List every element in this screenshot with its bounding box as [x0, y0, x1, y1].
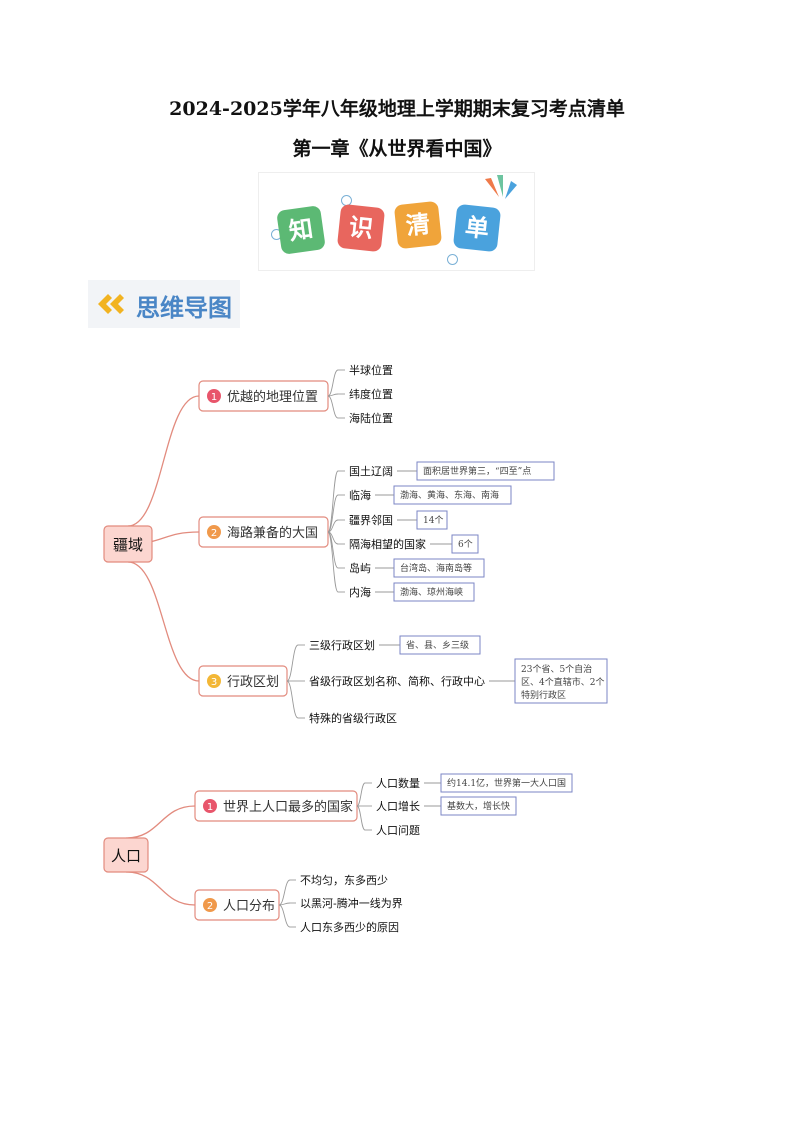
- population-branch-number: 1: [207, 802, 213, 813]
- territory-leaf-connector: [327, 470, 339, 533]
- population-root-connector: [125, 805, 196, 839]
- territory-note-text: 区、4个直辖市、2个: [521, 676, 604, 688]
- territory-note-text: 渤海、琼州海峡: [400, 586, 463, 598]
- population-leaf-text: 人口数量: [376, 777, 420, 790]
- territory-leaf-text: 疆界邻国: [349, 514, 393, 527]
- knowledge-list-banner: 知 识 清 单: [258, 172, 535, 271]
- territory-leaf-connector: [327, 531, 339, 593]
- territory-note-box: [416, 461, 555, 481]
- population-branch-number-badge: [203, 898, 217, 912]
- territory-note-text: 渤海、黄海、东海、南海: [400, 489, 499, 501]
- territory-branch-number-badge: [207, 389, 221, 403]
- territory-note-text: 6个: [458, 539, 473, 550]
- territory-root-connector: [127, 395, 200, 527]
- territory-note-text: 特别行政区: [521, 689, 566, 701]
- population-branch-label: 人口分布: [223, 899, 275, 914]
- territory-root-box: [103, 525, 153, 563]
- territory-branch-label: 优越的地理位置: [227, 389, 318, 405]
- territory-note-box: [393, 558, 485, 578]
- population-leaf-connector: [278, 879, 291, 906]
- territory-leaf-text: 国土辽阔: [349, 465, 393, 478]
- territory-note-box: [514, 658, 608, 704]
- territory-leaf-connector: [327, 393, 339, 397]
- population-branch-number-badge: [203, 799, 217, 813]
- population-note-text: 基数大，增长快: [447, 800, 510, 812]
- territory-branch-number: 2: [211, 528, 217, 539]
- decor-circle: [447, 254, 458, 265]
- population-leaf-text: 人口东多西少的原因: [300, 920, 399, 934]
- territory-leaf-connector: [286, 680, 299, 719]
- territory-leaf-text: 岛屿: [349, 561, 371, 575]
- territory-branch-number-badge: [207, 525, 221, 539]
- territory-leaf-text: 内海: [349, 585, 371, 599]
- population-root-connector: [125, 871, 196, 906]
- population-note-text: 约14.1亿，世界第一大人口国: [447, 777, 566, 789]
- territory-note-text: 面积居世界第三，“四至”点: [423, 465, 531, 477]
- population-leaf-connector: [356, 782, 366, 807]
- population-leaf-text: 人口问题: [376, 824, 420, 837]
- population-root-box: [103, 837, 149, 873]
- territory-branch-label: 行政区划: [227, 675, 279, 690]
- territory-note-box: [399, 635, 481, 655]
- mindmap-header-label: 思维导图: [136, 294, 232, 322]
- territory-leaf-text: 海陆位置: [349, 411, 393, 425]
- territory-note-text: 23个省、5个自治: [521, 663, 592, 675]
- chapter-title: 第一章《从世界看中国》: [292, 138, 502, 160]
- territory-branch-number: 1: [211, 392, 217, 403]
- territory-note-box: [393, 485, 512, 505]
- territory-branch-number-badge: [207, 674, 221, 688]
- territory-leaf-connector: [327, 494, 339, 533]
- population-branch-number: 2: [207, 901, 213, 912]
- territory-leaf-connector: [286, 644, 299, 682]
- territory-note-text: 台湾岛、海南岛等: [400, 562, 472, 574]
- population-leaf-connector: [278, 902, 291, 906]
- mindmap-header: 思维导图: [88, 280, 240, 328]
- territory-branch-number: 3: [211, 677, 217, 688]
- territory-root-connector: [127, 561, 200, 682]
- territory-leaf-text: 纬度位置: [349, 387, 393, 401]
- territory-leaf-text: 特殊的省级行政区: [309, 711, 397, 725]
- territory-leaf-connector: [327, 519, 339, 533]
- territory-leaf-text: 三级行政区划: [309, 638, 375, 652]
- population-leaf-text: 人口增长: [376, 799, 420, 813]
- burst-icon: [485, 175, 517, 199]
- population-note-box: [440, 796, 517, 816]
- population-leaf-connector: [278, 904, 291, 928]
- territory-note-text: 省、县、乡三级: [406, 639, 469, 651]
- territory-note-box: [393, 582, 475, 602]
- double-chevron-icon: [98, 294, 124, 314]
- territory-leaf-connector: [327, 369, 339, 397]
- territory-leaf-connector: [327, 395, 339, 419]
- territory-note-box: [451, 534, 479, 554]
- territory-branch-label: 海路兼备的大国: [227, 525, 318, 541]
- territory-leaf-text: 隔海相望的国家: [349, 537, 426, 551]
- territory-leaf-text: 临海: [349, 488, 371, 502]
- territory-leaf-text: 半球位置: [349, 363, 393, 377]
- population-leaf-text: 以黑河-腾冲一线为界: [300, 896, 403, 910]
- population-leaf-text: 不均匀，东多西少: [300, 873, 388, 887]
- territory-leaf-text: 省级行政区划名称、简称、行政中心: [309, 674, 485, 688]
- territory-note-box: [416, 510, 448, 530]
- population-note-box: [440, 773, 573, 793]
- territory-root-label: 疆域: [113, 536, 143, 554]
- population-root-label: 人口: [111, 847, 141, 865]
- document-title: 2024-2025学年八年级地理上学期期末复习考点清单: [169, 98, 625, 120]
- population-branch-label: 世界上人口最多的国家: [223, 799, 353, 815]
- territory-note-text: 14个: [423, 515, 443, 526]
- population-leaf-connector: [356, 805, 366, 831]
